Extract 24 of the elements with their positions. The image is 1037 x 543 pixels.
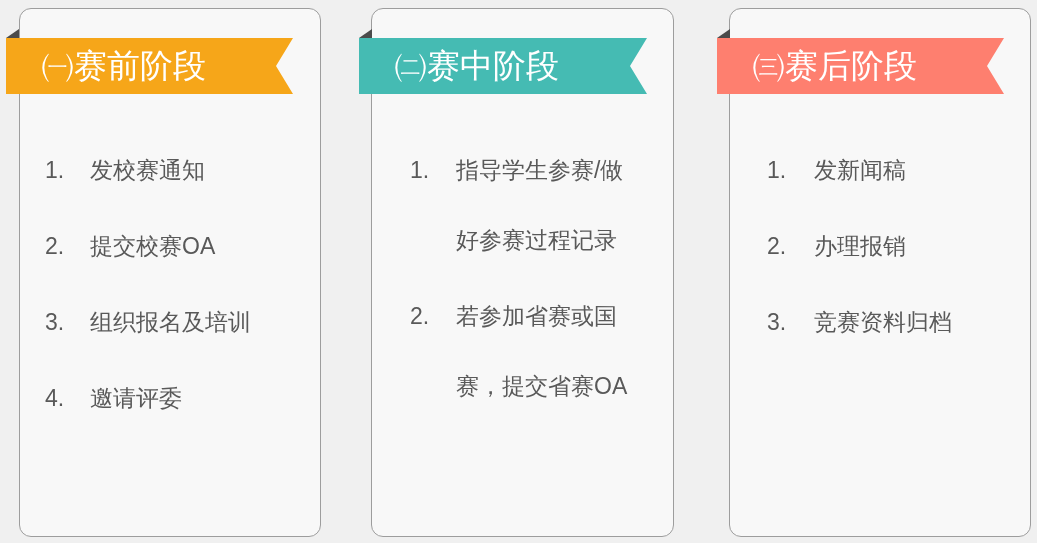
list-number: 3.: [45, 309, 65, 335]
list-number: 2.: [45, 233, 65, 259]
list-item: 组织报名及培训: [90, 309, 251, 335]
card-panel: [729, 8, 1031, 537]
card-panel: [19, 8, 321, 537]
list-item: 办理报销: [814, 233, 906, 259]
list-item: 邀请评委: [90, 385, 182, 411]
list-number: 2.: [767, 233, 787, 259]
list-number: 2.: [410, 303, 430, 329]
list-number: 4.: [45, 385, 65, 411]
list-item: 指导学生参赛/做好参赛过程记录: [456, 157, 624, 253]
list-item: 发校赛通知: [90, 157, 205, 183]
list-number: 3.: [767, 309, 787, 335]
card-panel: [371, 8, 674, 537]
banner-title: ㈠赛前阶段: [41, 47, 206, 84]
list-item: 发新闻稿: [814, 157, 906, 183]
list-number: 1.: [410, 157, 430, 183]
banner-title: ㈡赛中阶段: [394, 47, 559, 84]
list-item: 若参加省赛或国赛，提交省赛OA: [456, 303, 628, 399]
banner-title: ㈢赛后阶段: [752, 47, 917, 84]
list-item: 提交校赛OA: [90, 233, 216, 259]
list-item: 竞赛资料归档: [814, 309, 952, 335]
list-number: 1.: [45, 157, 65, 183]
list-number: 1.: [767, 157, 787, 183]
